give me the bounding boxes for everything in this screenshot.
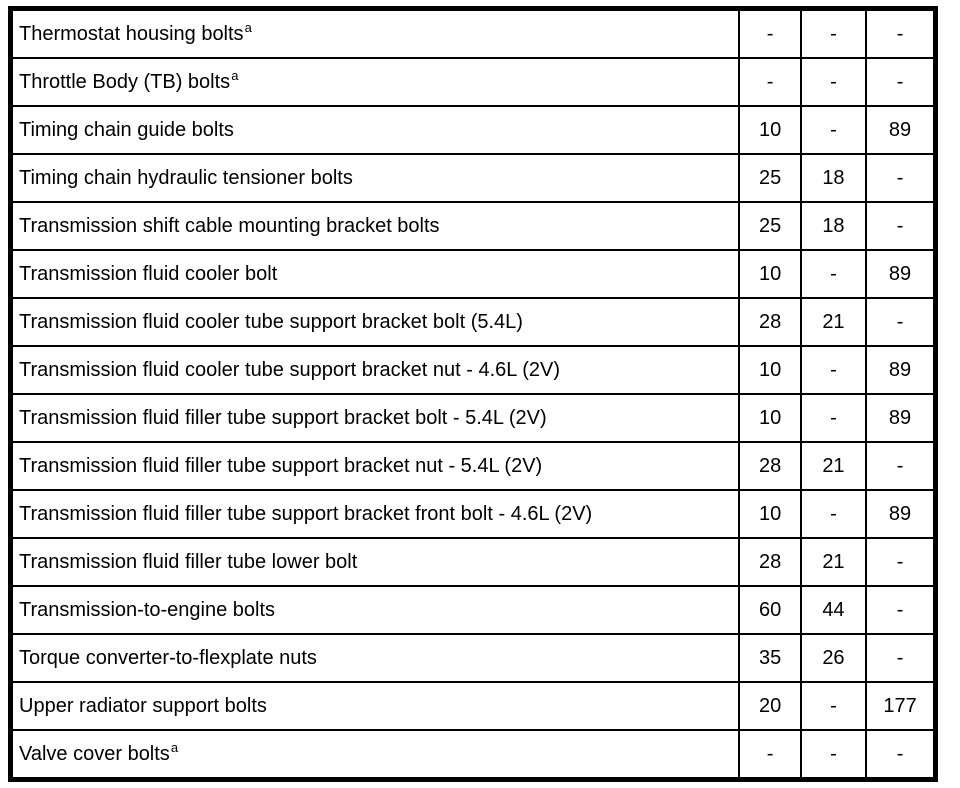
footnote-marker: a xyxy=(170,740,179,756)
row-value: - xyxy=(738,729,802,781)
row-value: 10 xyxy=(738,249,802,299)
row-value: - xyxy=(799,393,868,443)
row-description: Torque converter-to-flexplate nuts xyxy=(9,633,741,683)
row-description: Valve cover boltsa xyxy=(9,729,741,781)
row-value: 18 xyxy=(799,153,868,203)
row-value: - xyxy=(799,249,868,299)
row-description: Transmission shift cable mounting bracke… xyxy=(9,201,741,251)
row-description: Transmission fluid filler tube lower bol… xyxy=(9,537,741,587)
row-value: 89 xyxy=(865,489,937,539)
table-row: Transmission fluid filler tube support b… xyxy=(9,393,937,443)
row-value: - xyxy=(865,633,937,683)
table-row: Thermostat housing boltsa--- xyxy=(9,7,937,59)
row-value: 89 xyxy=(865,249,937,299)
footnote-marker: a xyxy=(231,68,239,84)
row-description: Throttle Body (TB) boltsa xyxy=(9,57,741,107)
row-value: 10 xyxy=(738,393,802,443)
row-description: Transmission fluid cooler bolt xyxy=(9,249,741,299)
table-row: Transmission shift cable mounting bracke… xyxy=(9,201,937,251)
row-value: 10 xyxy=(738,105,802,155)
row-value: - xyxy=(738,7,802,59)
table-row: Transmission fluid filler tube lower bol… xyxy=(9,537,937,587)
row-value: 28 xyxy=(738,441,802,491)
row-value: - xyxy=(799,345,868,395)
row-description: Transmission fluid cooler tube support b… xyxy=(9,345,741,395)
row-description: Timing chain guide bolts xyxy=(9,105,741,155)
row-description: Transmission fluid filler tube support b… xyxy=(9,441,741,491)
row-value: 28 xyxy=(738,297,802,347)
table-row: Valve cover boltsa--- xyxy=(9,729,937,781)
row-value: - xyxy=(865,297,937,347)
row-value: 89 xyxy=(865,105,937,155)
row-value: - xyxy=(865,7,937,59)
table-row: Transmission fluid filler tube support b… xyxy=(9,441,937,491)
table-row: Transmission fluid filler tube support b… xyxy=(9,489,937,539)
row-value: - xyxy=(738,57,802,107)
row-value: 21 xyxy=(799,441,868,491)
row-value: 35 xyxy=(738,633,802,683)
table-body: Thermostat housing boltsa---Throttle Bod… xyxy=(9,7,937,781)
row-value: 21 xyxy=(799,297,868,347)
row-value: 28 xyxy=(738,537,802,587)
table-row: Transmission fluid cooler tube support b… xyxy=(9,345,937,395)
row-description: Transmission-to-engine bolts xyxy=(9,585,741,635)
row-value: - xyxy=(865,441,937,491)
row-value: - xyxy=(865,57,937,107)
row-description: Transmission fluid filler tube support b… xyxy=(9,393,741,443)
torque-specifications-table: Thermostat housing boltsa---Throttle Bod… xyxy=(8,6,938,782)
row-value: - xyxy=(799,7,868,59)
row-value: - xyxy=(865,729,937,781)
row-description: Upper radiator support bolts xyxy=(9,681,741,731)
row-value: 25 xyxy=(738,153,802,203)
row-value: 25 xyxy=(738,201,802,251)
row-value: 89 xyxy=(865,345,937,395)
row-value: - xyxy=(799,105,868,155)
row-value: - xyxy=(865,153,937,203)
row-value: 89 xyxy=(865,393,937,443)
row-description: Transmission fluid cooler tube support b… xyxy=(9,297,741,347)
row-value: - xyxy=(799,729,868,781)
row-description: Thermostat housing boltsa xyxy=(9,7,741,59)
table-row: Throttle Body (TB) boltsa--- xyxy=(9,57,937,107)
row-description: Transmission fluid filler tube support b… xyxy=(9,489,741,539)
row-value: - xyxy=(865,201,937,251)
row-description: Timing chain hydraulic tensioner bolts xyxy=(9,153,741,203)
row-value: 177 xyxy=(865,681,937,731)
row-value: 20 xyxy=(738,681,802,731)
row-value: 44 xyxy=(799,585,868,635)
row-value: - xyxy=(799,681,868,731)
row-value: - xyxy=(865,585,937,635)
row-value: - xyxy=(865,537,937,587)
footnote-marker: a xyxy=(244,20,252,36)
row-value: 26 xyxy=(799,633,868,683)
row-value: - xyxy=(799,57,868,107)
row-value: 21 xyxy=(799,537,868,587)
row-value: 18 xyxy=(799,201,868,251)
row-value: - xyxy=(799,489,868,539)
row-value: 10 xyxy=(738,345,802,395)
table-row: Transmission fluid cooler tube support b… xyxy=(9,297,937,347)
row-value: 10 xyxy=(738,489,802,539)
row-value: 60 xyxy=(738,585,802,635)
